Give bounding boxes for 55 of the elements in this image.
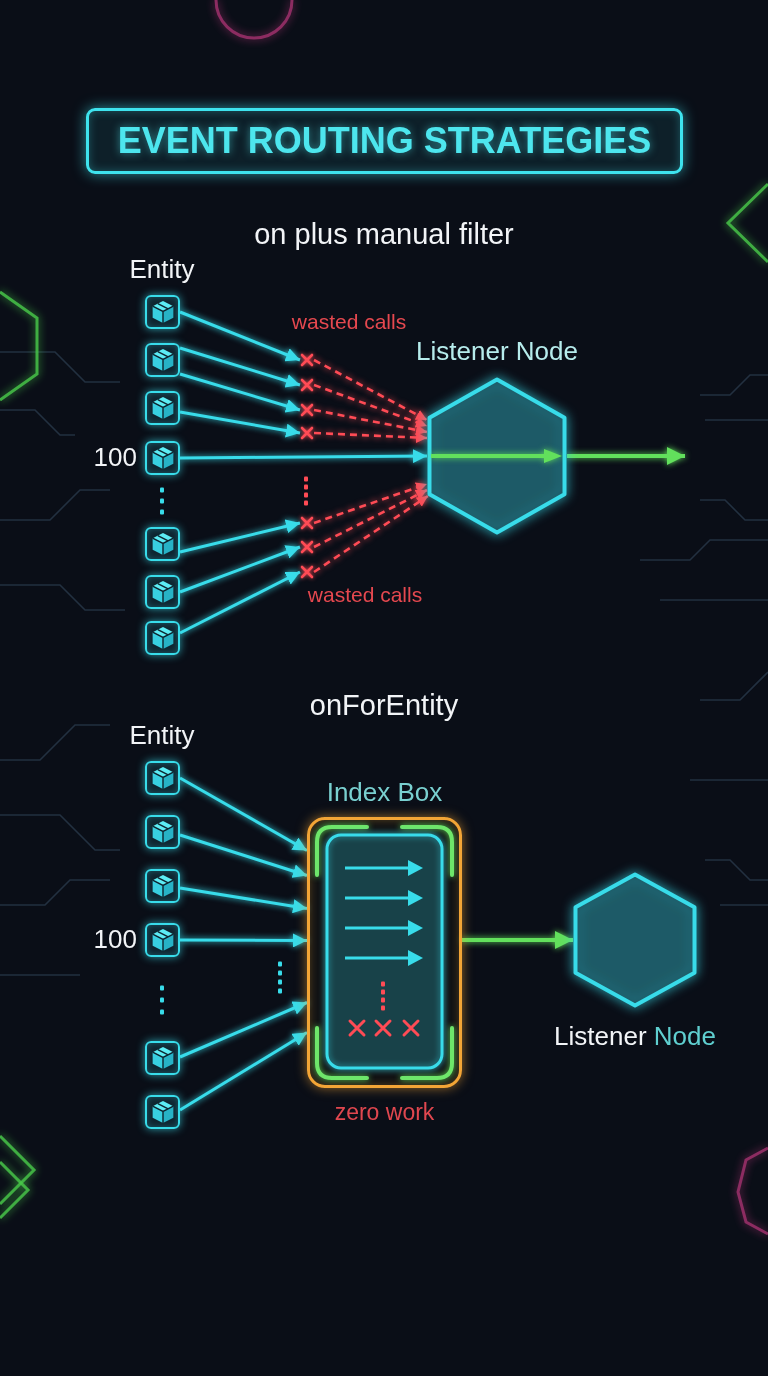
arrow	[179, 310, 301, 362]
entity-box	[145, 391, 180, 425]
arrow	[180, 933, 307, 948]
node-label: Node	[653, 1022, 716, 1052]
arrow	[179, 776, 308, 852]
dashed-arrow	[313, 383, 428, 428]
dashed-arrow	[313, 431, 428, 443]
arrow	[180, 449, 427, 464]
arrow	[462, 931, 573, 949]
arrow	[179, 519, 301, 554]
cross-icon	[300, 565, 314, 579]
node-label: Listener Node	[416, 337, 578, 367]
arrow	[179, 570, 301, 635]
arrow	[179, 545, 301, 594]
arrow	[179, 886, 308, 914]
entity-box	[145, 761, 180, 795]
entity-box	[145, 815, 180, 849]
cross-icon	[300, 516, 314, 530]
annotation: wasted calls	[307, 582, 423, 608]
cross-icon	[300, 353, 314, 367]
title-banner: EVENT ROUTING STRATEGIES	[86, 108, 683, 174]
entity-box	[145, 343, 180, 377]
arrow	[179, 833, 308, 878]
column-heading: Entity	[129, 255, 195, 285]
section-heading: onForEntity	[309, 689, 459, 723]
count-label: 100	[93, 443, 137, 473]
annotation: wasted calls	[291, 309, 407, 335]
dashed-arrow	[313, 408, 428, 436]
entity-box	[145, 1041, 180, 1075]
count-label: 100	[93, 925, 137, 955]
entity-box	[145, 869, 180, 903]
dashed-arrow	[313, 494, 429, 574]
section-heading: on plus manual filter	[254, 218, 514, 252]
arrow	[179, 346, 301, 388]
dashed-arrow	[313, 358, 428, 422]
cross-icon	[300, 426, 314, 440]
node-label: Index Box	[326, 778, 443, 808]
node-label: Listener	[554, 1022, 647, 1052]
cross-icon	[300, 540, 314, 554]
dashed-arrow	[313, 482, 428, 525]
entity-box	[145, 621, 180, 655]
entity-box	[145, 527, 180, 561]
column-heading: Entity	[129, 721, 195, 751]
entity-box	[145, 1095, 180, 1129]
arrow	[567, 447, 685, 465]
arrow	[179, 410, 301, 438]
arrow	[179, 1001, 308, 1059]
cross-icon	[300, 378, 314, 392]
entity-box	[145, 295, 180, 329]
arrow	[179, 1031, 308, 1112]
cross-icon	[300, 403, 314, 417]
arrow	[179, 372, 301, 413]
node-note: zero work	[334, 1099, 435, 1126]
dashed-arrow	[313, 488, 428, 549]
entity-box	[145, 575, 180, 609]
